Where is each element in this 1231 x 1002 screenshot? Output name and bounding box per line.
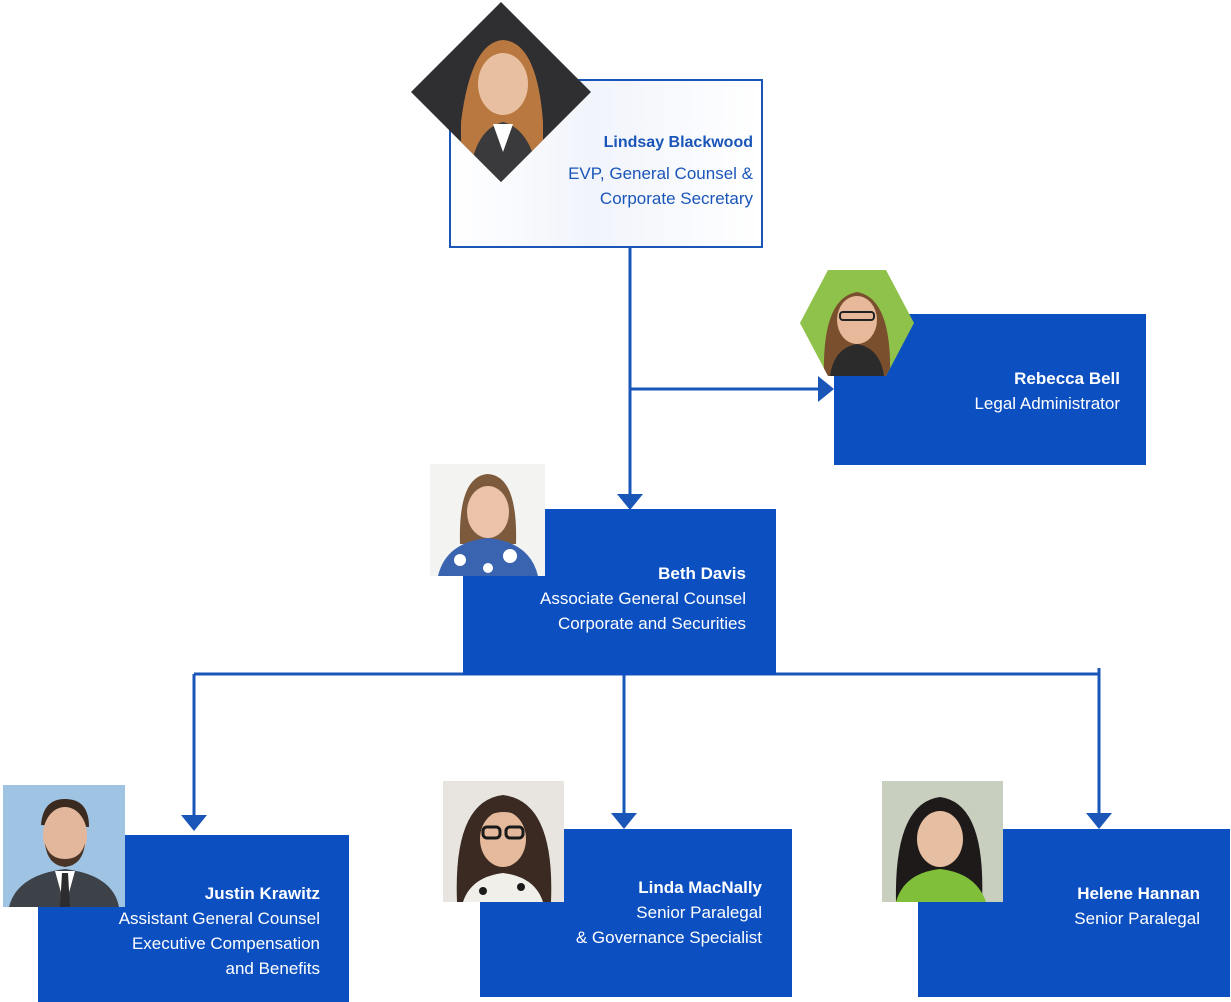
arrow-to-helene: [1086, 813, 1112, 829]
card-name: Linda MacNally: [638, 878, 762, 897]
card-title-line2: Executive Compensation: [131, 934, 320, 953]
card-name: Justin Krawitz: [204, 884, 320, 903]
card-title-line2: Corporate Secretary: [599, 189, 753, 208]
card-name: Helene Hannan: [1077, 884, 1200, 903]
card-beth-davis: Beth Davis Associate General Counsel Cor…: [463, 509, 776, 675]
card-title-line1: Senior Paralegal: [636, 903, 762, 922]
avatar-rebecca-bell: [800, 270, 914, 376]
card-title-line3: and Benefits: [225, 959, 320, 978]
avatar-lindsay-blackwood: [411, 2, 591, 182]
avatar-linda-macnally: [443, 781, 564, 902]
card-title-line1: EVP, General Counsel &: [568, 164, 753, 183]
arrow-to-admin: [818, 376, 834, 402]
card-title-line1: Senior Paralegal: [1074, 909, 1200, 928]
avatar-beth-davis: [430, 464, 545, 576]
card-title-line1: Legal Administrator: [974, 394, 1120, 413]
card-title-line2: & Governance Specialist: [575, 928, 762, 947]
card-name: Rebecca Bell: [1014, 369, 1120, 388]
card-title-line1: Associate General Counsel: [539, 589, 746, 608]
avatar-justin-krawitz: [3, 785, 125, 907]
card-name: Lindsay Blackwood: [603, 134, 753, 151]
card-name: Beth Davis: [658, 564, 746, 583]
arrow-to-manager: [617, 494, 643, 510]
arrow-to-justin: [181, 815, 207, 831]
card-title-line2: Corporate and Securities: [557, 614, 746, 633]
arrow-to-linda: [611, 813, 637, 829]
avatar-helene-hannan: [882, 781, 1003, 902]
card-title-line1: Assistant General Counsel: [118, 909, 320, 928]
